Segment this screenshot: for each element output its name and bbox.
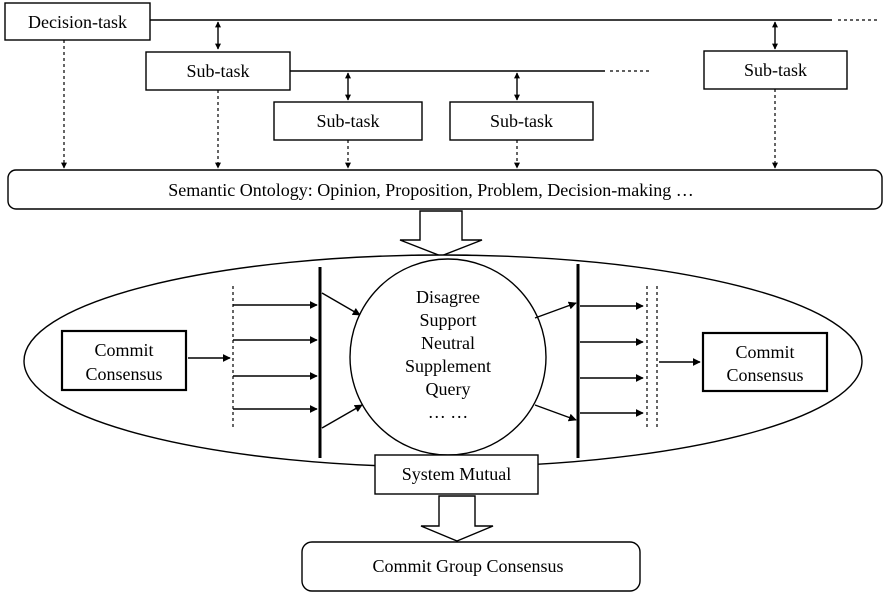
attitude-item-query: Query bbox=[426, 379, 471, 399]
decision-task-box: Decision-task bbox=[4, 2, 151, 41]
semantic-ontology-label: Semantic Ontology: Opinion, Proposition,… bbox=[168, 180, 693, 200]
subtask-label-4: Sub-task bbox=[744, 60, 807, 80]
subtask-box-1: Sub-task bbox=[145, 51, 291, 91]
commit-consensus-right-line1: Commit bbox=[735, 342, 794, 362]
commit-group-consensus-box: Commit Group Consensus bbox=[301, 541, 641, 592]
commit-consensus-left-line1: Commit bbox=[94, 340, 153, 360]
attitude-item-supplement: Supplement bbox=[405, 356, 491, 376]
subtask-label-1: Sub-task bbox=[187, 61, 250, 81]
hollow-down-arrow-top bbox=[399, 210, 483, 257]
commit-consensus-left-line2: Consensus bbox=[85, 364, 162, 384]
commit-group-consensus-label: Commit Group Consensus bbox=[372, 556, 563, 576]
arrow-circle-to-bar-bottom bbox=[534, 404, 577, 422]
arrow-circle-to-bar-top bbox=[534, 301, 577, 319]
attitude-item-neutral: Neutral bbox=[421, 333, 475, 353]
attitude-item-ellipsis: … … bbox=[428, 402, 469, 422]
decision-task-label: Decision-task bbox=[28, 12, 127, 32]
subtask-label-3: Sub-task bbox=[490, 111, 553, 131]
system-mutual-box: System Mutual bbox=[374, 454, 539, 495]
semantic-ontology-box: Semantic Ontology: Opinion, Proposition,… bbox=[7, 169, 883, 210]
subtask-box-2: Sub-task bbox=[273, 101, 423, 141]
attitude-circle: Disagree Support Neutral Supplement Quer… bbox=[349, 258, 547, 456]
commit-consensus-left-box: Commit Consensus bbox=[60, 329, 188, 392]
commit-consensus-right-box: Commit Consensus bbox=[701, 331, 829, 393]
system-mutual-label: System Mutual bbox=[402, 464, 512, 484]
subtask-box-4: Sub-task bbox=[703, 50, 848, 90]
commit-consensus-right-line2: Consensus bbox=[726, 365, 803, 385]
hollow-down-arrow-bottom bbox=[420, 495, 494, 542]
attitude-item-disagree: Disagree bbox=[416, 287, 480, 307]
attitude-item-support: Support bbox=[419, 310, 476, 330]
arrow-bar-to-circle-top bbox=[321, 292, 361, 316]
subtask-label-2: Sub-task bbox=[317, 111, 380, 131]
arrow-bar-to-circle-bottom bbox=[321, 404, 363, 429]
subtask-box-3: Sub-task bbox=[449, 101, 594, 141]
